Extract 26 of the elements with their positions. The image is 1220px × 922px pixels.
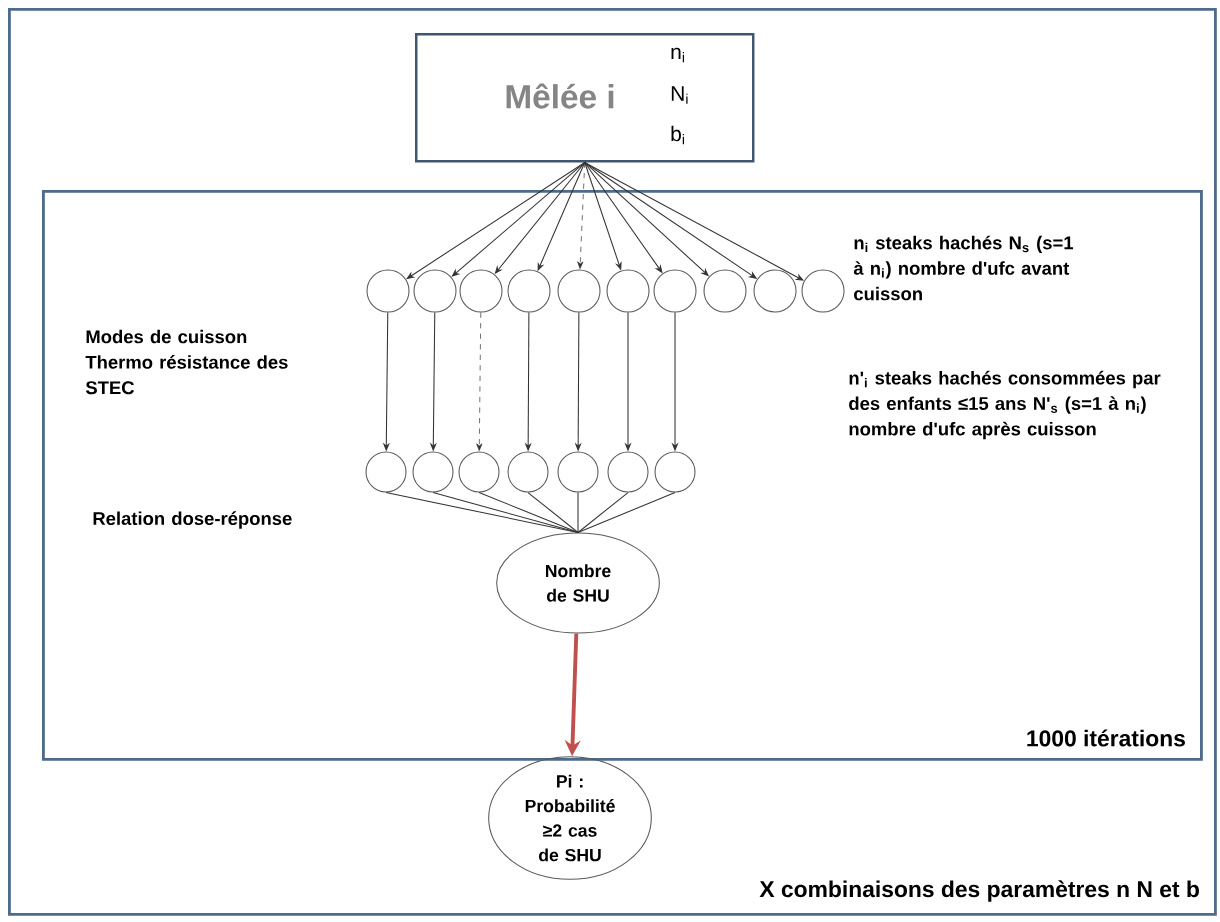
circle-node — [459, 269, 503, 313]
circle-node — [557, 451, 599, 493]
annotation-text: n$_{i}$ steaks hachés N$_{s}$ (s=1 à n$_{i}$) nombre d'ufc avant cuisson — [853, 235, 1074, 301]
circle-node — [703, 269, 747, 313]
circle-node — [365, 451, 407, 493]
arrow — [476, 312, 483, 451]
circle-node — [366, 269, 410, 313]
circle-node — [458, 451, 500, 493]
circle-node — [801, 269, 845, 313]
circle-node — [557, 269, 601, 313]
arrow — [577, 162, 586, 269]
circle-node — [654, 451, 696, 493]
circle-node — [607, 451, 649, 493]
circle-node — [507, 269, 551, 313]
process-box: Mêlée i n$_{i}$ N$_{i}$ b$_{i}$ — [415, 33, 755, 163]
circle-node — [412, 451, 454, 493]
circle-node — [606, 269, 650, 313]
ellipse-node: Pi : Probabilité ≥2 cas de SHU — [488, 756, 652, 880]
circle-node — [507, 451, 549, 493]
circle-node — [413, 269, 457, 313]
annotation-text: Modes de cuisson Thermo résistance des STEC — [85, 329, 288, 395]
annotation-text: n'$_{i}$ steaks hachés consommées par des enfants ≤15 ans N'$_{s}$ (s=1 à n$_{i}$) nombre d'ufc après cuisson — [849, 370, 1161, 440]
annotation-text: Relation dose-réponse — [93, 511, 292, 529]
ellipse-node: Nombre de SHU — [496, 532, 660, 634]
circle-node — [653, 269, 697, 313]
circle-node — [753, 269, 797, 313]
